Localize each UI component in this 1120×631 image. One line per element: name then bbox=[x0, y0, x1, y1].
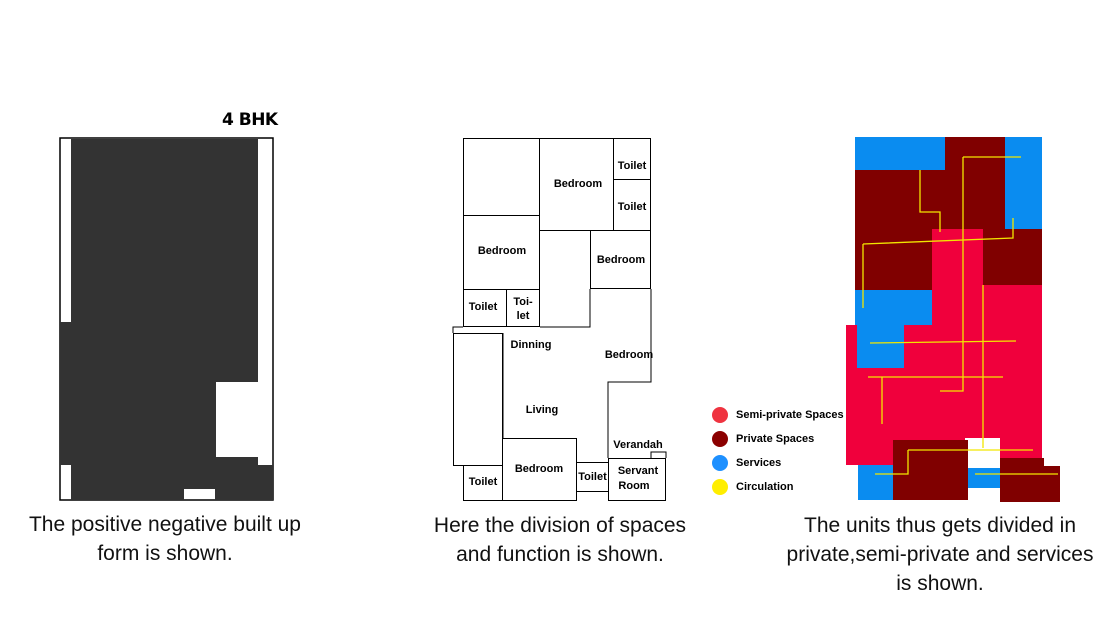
label-living: Living bbox=[525, 404, 559, 416]
label-toilet-mid: Toilet bbox=[468, 301, 498, 313]
zone-services-top-left bbox=[855, 137, 945, 170]
caption-line: The positive negative built up bbox=[28, 513, 301, 536]
room-bedroom-bottom bbox=[502, 438, 577, 501]
caption-line: private,semi-private and services bbox=[786, 543, 1094, 566]
room-toilet-top1 bbox=[613, 138, 651, 180]
zone-private-bottom-b bbox=[1000, 458, 1060, 502]
wall-line bbox=[540, 289, 591, 328]
label-toilet-mid2-line2: let bbox=[516, 310, 530, 322]
label-bedroom-top: Bedroom bbox=[553, 178, 603, 190]
zone-services-top-right bbox=[1005, 137, 1042, 229]
legend-swatch bbox=[712, 479, 728, 495]
room-bedroom-right-upper bbox=[590, 230, 651, 289]
room-servant bbox=[608, 458, 666, 501]
label-toilet-top2: Toilet bbox=[617, 201, 647, 213]
room-toilet-top2 bbox=[613, 179, 651, 231]
legend-swatch bbox=[712, 407, 728, 423]
circulation-line bbox=[919, 170, 941, 232]
caption-line: The units thus gets divided in bbox=[804, 514, 1076, 537]
circulation-line bbox=[875, 450, 909, 475]
legend-label: Private Spaces bbox=[736, 433, 815, 445]
label-toilet-top1: Toilet bbox=[617, 160, 647, 172]
caption-line: form is shown. bbox=[97, 542, 233, 565]
legend-label: Semi-private Spaces bbox=[736, 409, 844, 421]
zone-services-bottom-mid bbox=[968, 468, 1000, 488]
caption-unit-division: The units thus gets divided in private,s… bbox=[765, 511, 1115, 598]
legend-swatch bbox=[712, 455, 728, 471]
wall-line bbox=[452, 326, 463, 333]
caption-line: is shown. bbox=[896, 572, 984, 595]
label-toilet-bottom-mid: Toilet bbox=[578, 471, 607, 483]
zone-private-top bbox=[855, 137, 1042, 290]
label-bedroom-left: Bedroom bbox=[477, 245, 527, 257]
circulation-line bbox=[862, 218, 1014, 245]
room-toilet-bottom-mid bbox=[576, 462, 609, 492]
plan-type-title: 4 BHK bbox=[222, 110, 278, 130]
caption-line: Here the division of spaces bbox=[433, 514, 687, 537]
label-verandah: Verandah bbox=[613, 439, 663, 451]
label-toilet-bottom-left: Toilet bbox=[468, 476, 498, 488]
zone-services-left bbox=[855, 290, 932, 325]
label-servant-line2: Room bbox=[618, 480, 650, 492]
zone-private-bottom-a bbox=[893, 440, 968, 500]
zone-services-left-mid bbox=[857, 325, 904, 368]
caption-division-of-spaces: Here the division of spaces and function… bbox=[405, 511, 715, 569]
legend-swatch bbox=[712, 431, 728, 447]
legend-label: Circulation bbox=[736, 481, 794, 493]
zone-semi-private bbox=[846, 229, 1042, 465]
label-bedroom-bottom: Bedroom bbox=[514, 463, 564, 475]
wall-line bbox=[650, 451, 667, 458]
legend-label: Services bbox=[736, 457, 782, 469]
circulation-line bbox=[940, 342, 964, 392]
room-toilet-mid2 bbox=[506, 289, 540, 327]
room-bedroom-left bbox=[463, 215, 540, 290]
caption-line: and function is shown. bbox=[456, 543, 664, 566]
label-dinning: Dinning bbox=[510, 339, 552, 351]
label-servant-line1: Servant bbox=[617, 465, 659, 477]
open-void bbox=[216, 382, 258, 457]
circulation-paths bbox=[862, 156, 1058, 475]
circulation-line bbox=[869, 340, 1017, 344]
label-bedroom-right-upper: Bedroom bbox=[596, 254, 646, 266]
label-toilet-mid2-line1: Toi- bbox=[513, 296, 533, 308]
room-toilet-mid bbox=[463, 289, 507, 327]
zone-services-bottom-left bbox=[858, 465, 893, 500]
caption-built-form: The positive negative built up form is s… bbox=[10, 510, 320, 568]
wall-line bbox=[607, 289, 652, 458]
label-bedroom-right-lower: Bedroom bbox=[604, 349, 654, 361]
